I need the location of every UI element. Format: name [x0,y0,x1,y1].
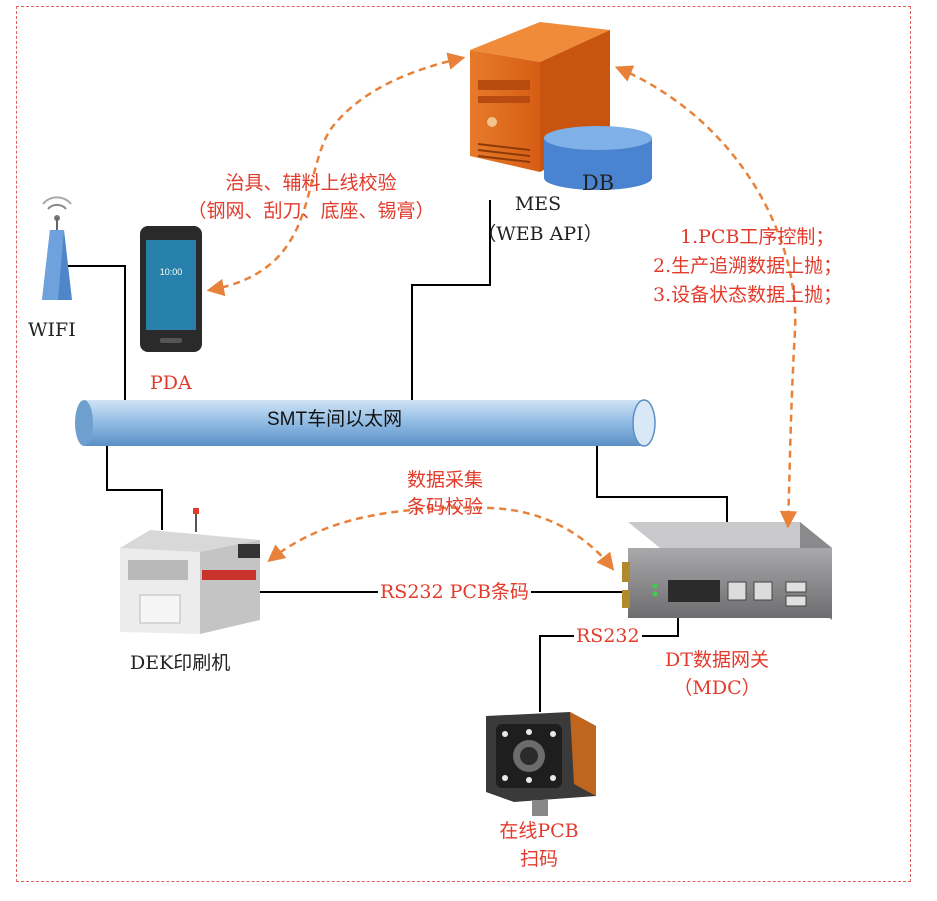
scanner-label: 在线PCB [499,820,579,842]
pda-mes-arrow [206,52,466,297]
wifi-label: WIFI [28,319,76,341]
mes-sub-label: （WEB API） [477,223,603,245]
dek-printer-icon [120,508,260,634]
mes-gateway-annotation-line1: 1.PCB工序控制； [680,226,835,248]
rs232-pcb-barcode-label: RS232 PCB条码 [378,581,531,603]
ethernet-label: SMT车间以太网 [267,409,403,430]
mes-gateway-annotation-line3: 3.设备状态数据上抛； [653,284,843,306]
scanner-sub-label: 扫码 [519,848,558,870]
wifi-ethernet-link [60,265,126,402]
pda-device-icon: 10:00 [140,226,202,352]
mes-gateway-arrow [614,65,798,529]
gateway-sub-label: （MDC） [673,677,761,699]
pda-label: PDA [150,372,192,394]
gateway-label: DT数据网关 [665,649,769,671]
pcb-scanner-icon [486,712,596,816]
rs232-label: RS232 [574,625,642,647]
dek-gateway-arrow [267,506,615,571]
diagram-frame [16,6,911,882]
gateway-device-icon [622,522,832,620]
db-label: DB [581,171,615,195]
mes-gateway-annotation-line2: 2.生产追溯数据上抛； [653,255,843,277]
svg-text:10:00: 10:00 [160,267,183,277]
gateway-dek-annotation-line2: 条码校验 [406,496,483,518]
pda-mes-annotation-line1: 治具、辅料上线校验 [225,172,397,194]
ethernet-dek-link [106,444,163,530]
wifi-icon [42,196,72,300]
mes-label: MES [514,193,562,215]
gateway-dek-annotation-line1: 数据采集 [406,469,483,491]
data-flow-arrows [206,52,798,571]
dek-label: DEK印刷机 [130,652,231,674]
pda-mes-annotation-line2: （钢网、刮刀、底座、锡膏） [187,200,435,222]
